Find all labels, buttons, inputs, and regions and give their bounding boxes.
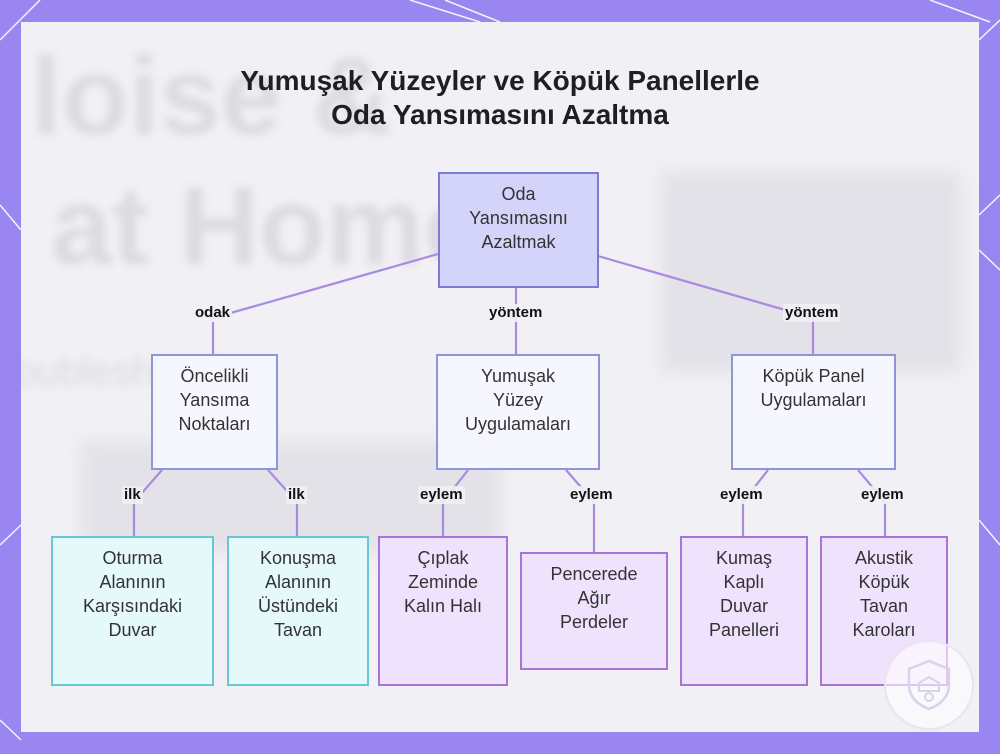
node-foam-panel[interactable]: Köpük Panel Uygulamaları <box>731 354 896 470</box>
node-text: Konuşma <box>258 546 338 570</box>
edge-root-foam <box>598 256 813 356</box>
node-priority-points[interactable]: Öncelikli Yansıma Noktaları <box>151 354 278 470</box>
node-opposite-wall[interactable]: Oturma Alanının Karşısındaki Duvar <box>51 536 214 686</box>
node-text: Üstündeki <box>258 594 338 618</box>
node-text: Perdeler <box>550 610 637 634</box>
node-text: Duvar <box>709 594 779 618</box>
edge-label: eylem <box>568 486 615 504</box>
node-text: Karoları <box>852 618 915 642</box>
edge-label: yöntem <box>783 304 840 322</box>
node-text: Panelleri <box>709 618 779 642</box>
node-text: Çıplak <box>404 546 482 570</box>
node-text: Karşısındaki <box>83 594 182 618</box>
node-text: Köpük Panel <box>760 364 866 388</box>
node-text: Yansımasını <box>469 206 568 230</box>
node-text: Köpük <box>852 570 915 594</box>
edge-label: eylem <box>859 486 906 504</box>
node-text: Oda <box>469 182 568 206</box>
node-soft-surface[interactable]: Yumuşak Yüzey Uygulamaları <box>436 354 600 470</box>
node-text: Akustik <box>852 546 915 570</box>
node-text: Yumuşak <box>465 364 571 388</box>
node-ceiling[interactable]: Konuşma Alanının Üstündeki Tavan <box>227 536 369 686</box>
node-text: Kumaş <box>709 546 779 570</box>
node-text: Oturma <box>83 546 182 570</box>
node-fabric-panels[interactable]: Kumaş Kaplı Duvar Panelleri <box>680 536 808 686</box>
edge-label: ilk <box>122 486 143 504</box>
edge-label: yöntem <box>487 304 544 322</box>
node-text: Alanının <box>83 570 182 594</box>
node-text: Yüzey <box>465 388 571 412</box>
node-text: Azaltmak <box>469 230 568 254</box>
node-root[interactable]: Oda Yansımasını Azaltmak <box>438 172 599 288</box>
edge-root-priority <box>213 254 438 356</box>
shield-logo-icon <box>884 640 974 730</box>
edge-foam-tiles <box>858 470 885 538</box>
edge-priority-wall <box>134 470 162 538</box>
node-heavy-curtains[interactable]: Pencerede Ağır Perdeler <box>520 552 668 670</box>
node-text: Tavan <box>258 618 338 642</box>
node-text: Alanının <box>258 570 338 594</box>
edge-label: odak <box>193 304 232 322</box>
node-text: Kaplı <box>709 570 779 594</box>
edge-foam-fabric <box>743 470 768 538</box>
node-text: Kalın Halı <box>404 594 482 618</box>
node-text: Uygulamaları <box>760 388 866 412</box>
node-text: Yansıma <box>178 388 250 412</box>
node-text: Pencerede <box>550 562 637 586</box>
node-text: Ağır <box>550 586 637 610</box>
node-text: Zeminde <box>404 570 482 594</box>
node-text: Noktaları <box>178 412 250 436</box>
edge-priority-ceiling <box>268 470 297 538</box>
edge-label: eylem <box>718 486 765 504</box>
edge-soft-curtains <box>566 470 594 553</box>
node-text: Uygulamaları <box>465 412 571 436</box>
node-text: Öncelikli <box>178 364 250 388</box>
node-text: Tavan <box>852 594 915 618</box>
node-text: Duvar <box>83 618 182 642</box>
node-thick-rug[interactable]: Çıplak Zeminde Kalın Halı <box>378 536 508 686</box>
edge-label: eylem <box>418 486 465 504</box>
edge-label: ilk <box>286 486 307 504</box>
edge-soft-rug <box>443 470 468 538</box>
